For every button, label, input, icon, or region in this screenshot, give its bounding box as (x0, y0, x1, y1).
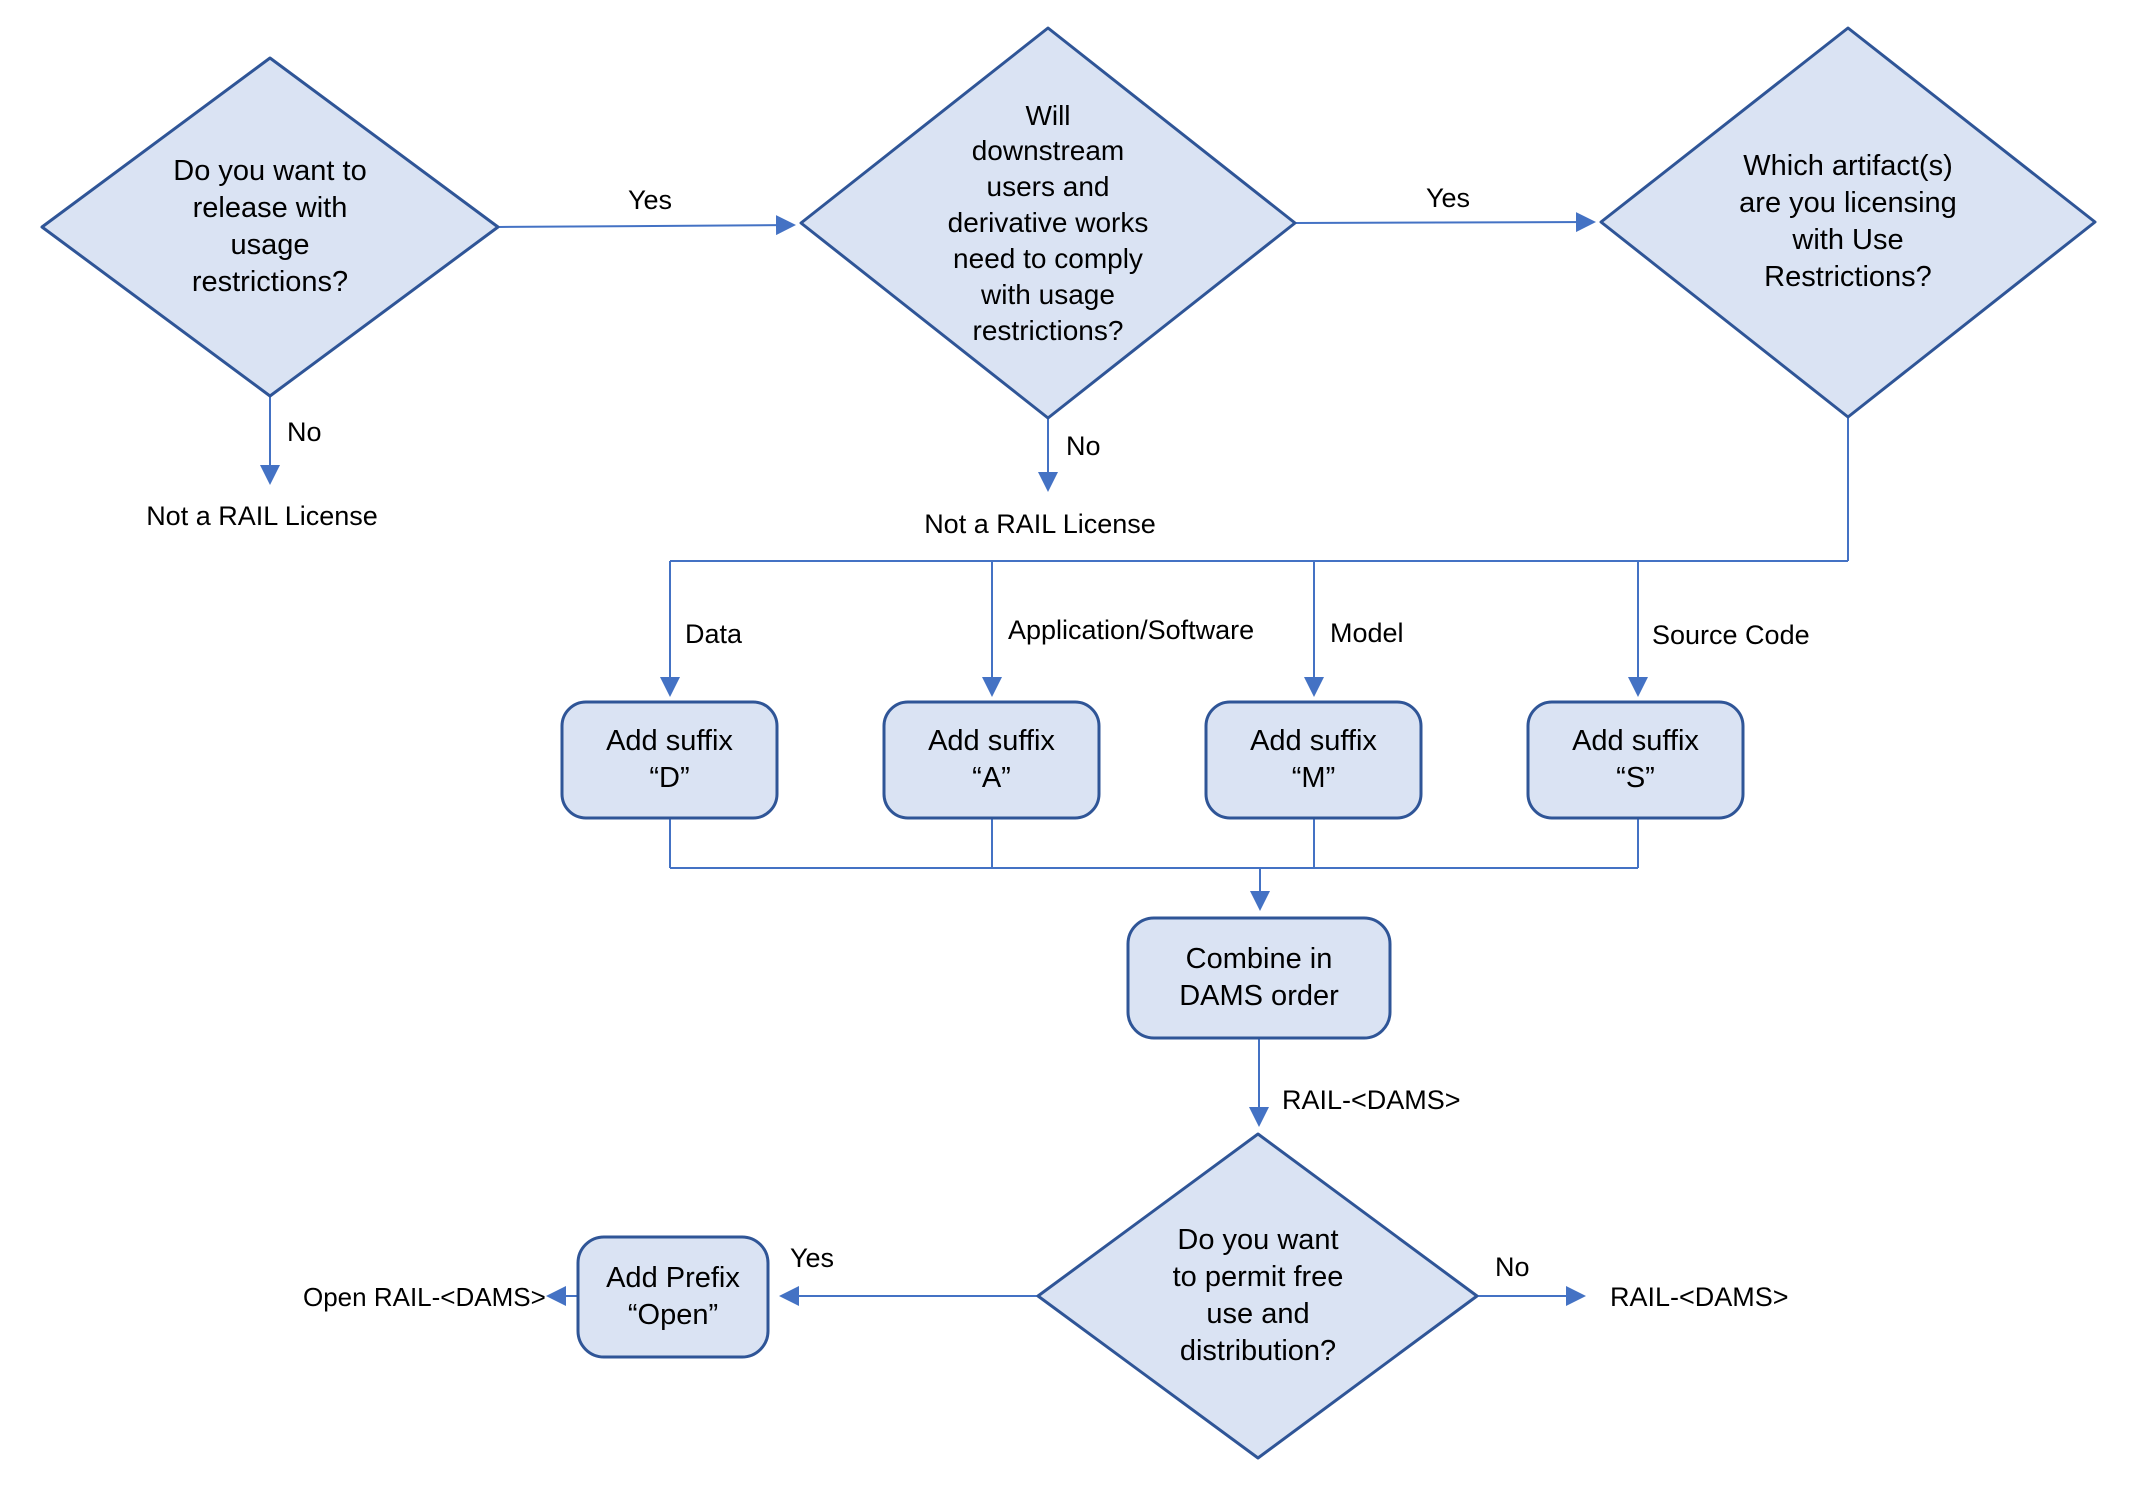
edge-label-yes-3: Yes (789, 1243, 835, 1273)
process-suffix-m-text: Add suffix “M” (1250, 724, 1377, 794)
process-prefix-open-box (576, 1235, 770, 1359)
process-combine-text: Combine in DAMS order (1179, 942, 1339, 1012)
decision-release-text: Do you want to release with usage restri… (173, 154, 367, 299)
process-suffix-a-text: Add suffix “A” (928, 724, 1055, 794)
decision-freeuse-diamond (1036, 1132, 1479, 1460)
edge-label-no-2: No (1066, 431, 1101, 461)
process-suffix-a-box (882, 700, 1101, 820)
connector-yes-release-to-downstream (497, 215, 796, 236)
edge-label-no-3: No (1495, 1252, 1530, 1282)
decision-artifacts-text: Which artifact(s) are you licensing with… (1739, 149, 1957, 294)
decision-downstream-diamond (799, 26, 1297, 420)
edge-label-branch-application: Application/Software (1008, 615, 1255, 645)
process-combine-box (1126, 916, 1392, 1040)
edge-label-branch-model: Model (1330, 618, 1404, 648)
edge-label-branch-source: Source Code (1652, 620, 1810, 650)
outcome-rail-dams: RAIL-<DAMS> (1610, 1282, 1789, 1312)
decision-release-diamond (40, 56, 500, 398)
decision-downstream-text: Will downstream users and derivative wor… (947, 99, 1149, 346)
edge-label-yes-1: Yes (627, 185, 673, 215)
edge-label-rail-dams-mid: RAIL-<DAMS> (1282, 1085, 1461, 1115)
outcome-open-rail-dams: Open RAIL-<DAMS> (303, 1282, 546, 1312)
edge-label-no-1: No (287, 417, 322, 447)
process-suffix-d-text: Add suffix “D” (606, 724, 733, 794)
outcome-not-rail-license-1: Not a RAIL License (146, 501, 378, 531)
outcome-not-rail-license-2: Not a RAIL License (924, 509, 1156, 539)
edge-label-branch-data: Data (685, 619, 743, 649)
process-suffix-s-box (1526, 700, 1745, 820)
decision-freeuse-text: Do you want to permit free use and distr… (1172, 1223, 1344, 1368)
process-suffix-s-text: Add suffix “S” (1572, 724, 1699, 794)
process-prefix-open-text: Add Prefix “Open” (606, 1261, 740, 1331)
decision-artifacts-diamond (1599, 26, 2097, 419)
process-suffix-d-box (560, 700, 779, 820)
process-suffix-m-box (1204, 700, 1423, 820)
edge-label-yes-2: Yes (1425, 183, 1471, 213)
connector-yes-downstream-to-artifacts (1294, 212, 1596, 233)
